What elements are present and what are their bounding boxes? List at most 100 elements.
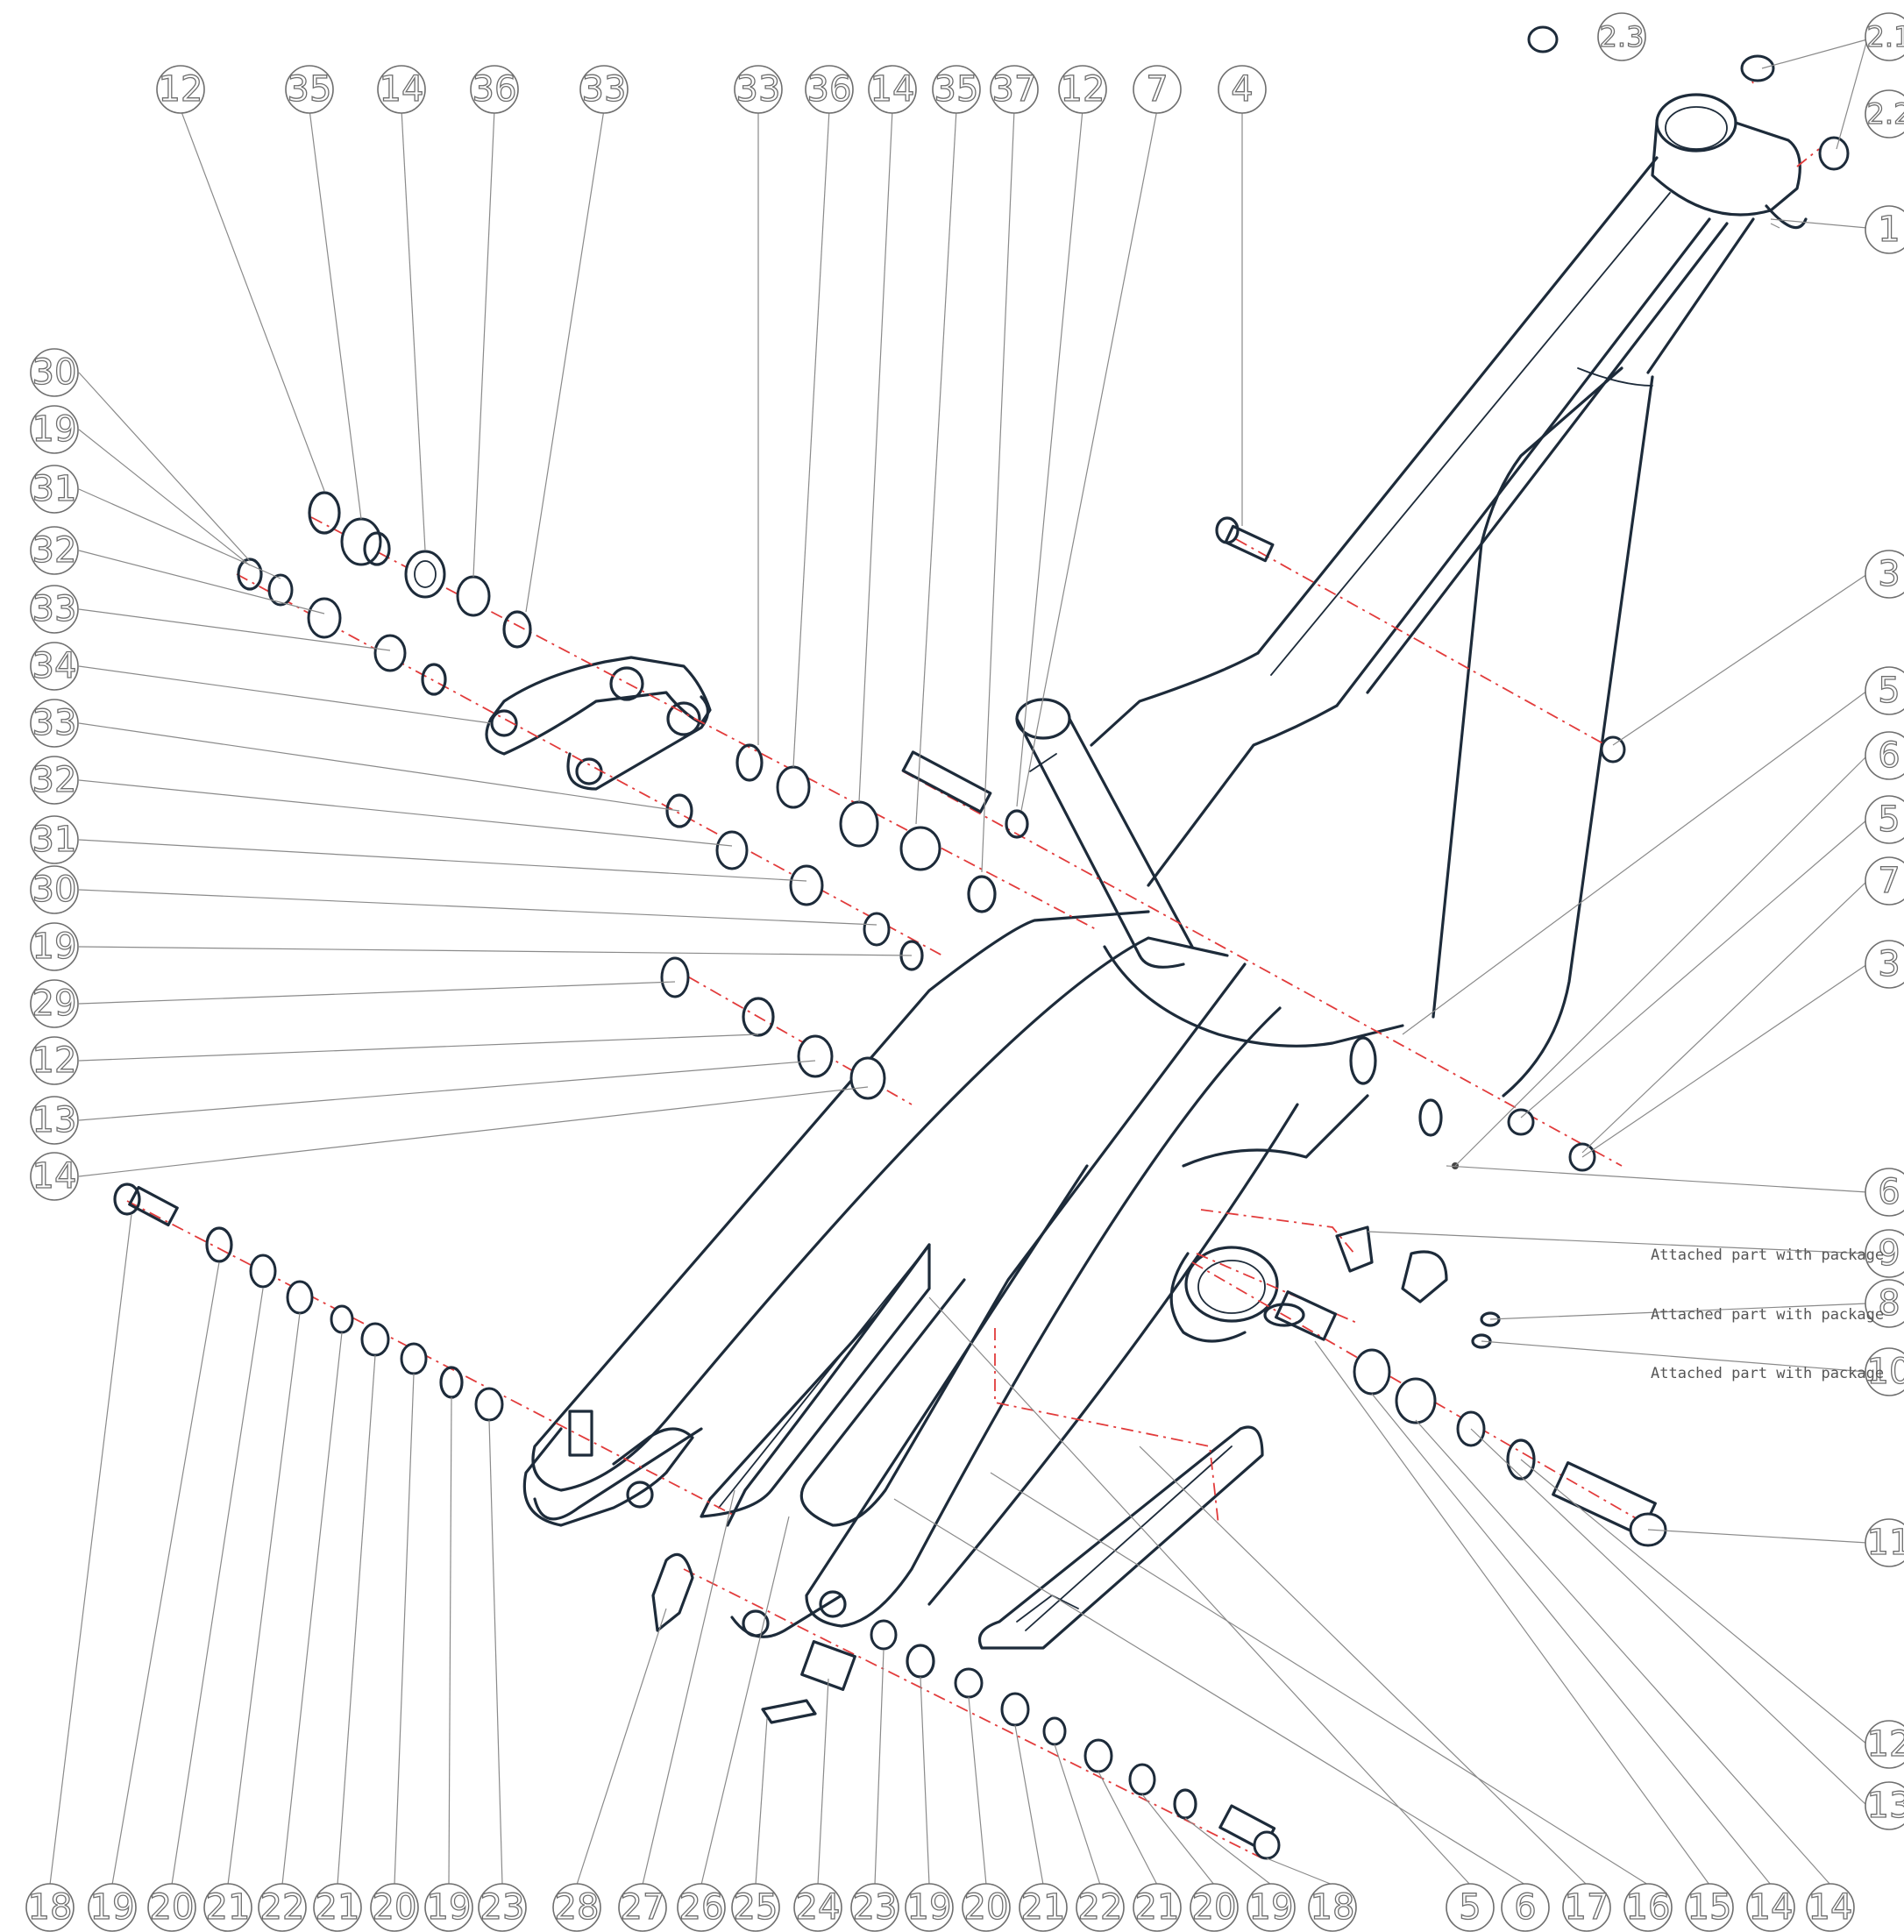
callout-label: 20	[150, 1887, 195, 1928]
callout-label: 36	[472, 69, 517, 110]
callout-label: 31	[32, 469, 77, 509]
callout-label: 21	[1135, 1887, 1180, 1928]
callout-label: 30	[32, 870, 77, 910]
callout-label: 19	[32, 927, 77, 967]
callout-bottom-21: 19	[1247, 1883, 1296, 1932]
rocker-link	[485, 656, 712, 791]
callout-top-11: 7	[1133, 65, 1182, 114]
callout-label: 4	[1231, 69, 1253, 110]
callout-label: 14	[1808, 1887, 1853, 1928]
callout-label: 5	[1878, 799, 1900, 840]
callout-label: 34	[32, 646, 77, 686]
callout-label: 6	[1514, 1887, 1536, 1928]
callout-left-11: 29	[30, 979, 79, 1028]
callout-label: 33	[32, 589, 77, 629]
callout-label: 27	[621, 1887, 665, 1928]
callout-label: 29	[32, 984, 77, 1024]
callout-right-12: 13	[1865, 1781, 1904, 1830]
callout-top-7: 14	[868, 65, 917, 114]
callout-bottom-10: 27	[618, 1883, 667, 1932]
callout-label: 19	[90, 1887, 135, 1928]
callout-label: 14	[1749, 1887, 1794, 1928]
callout-label: 18	[28, 1887, 73, 1928]
callout-label: 23	[853, 1887, 898, 1928]
callout-top-12: 4	[1218, 65, 1267, 114]
callout-top-right-1: 2.1	[1865, 12, 1904, 61]
callout-label: 26	[679, 1887, 724, 1928]
callout-label: 33	[32, 703, 77, 743]
callout-label: 33	[736, 69, 781, 110]
callout-top-right-2: 2.2	[1865, 89, 1904, 139]
callout-bottom-15: 19	[905, 1883, 954, 1932]
callout-label: 37	[992, 69, 1037, 110]
callout-label: 16	[1626, 1887, 1671, 1928]
callout-top-5: 33	[734, 65, 783, 114]
callout-label: 33	[582, 69, 627, 110]
callout-right-4: 7	[1865, 856, 1904, 906]
callout-label: 12	[32, 1041, 77, 1081]
callout-label: 32	[32, 760, 77, 800]
callout-label: 20	[1192, 1887, 1237, 1928]
callout-top-9: 37	[990, 65, 1039, 114]
callout-left-1: 19	[30, 405, 79, 454]
shock-guard	[700, 1243, 931, 1518]
callout-label: 1	[1878, 210, 1900, 250]
callout-right-6: 6	[1865, 1168, 1904, 1217]
callout-label: 3	[1878, 554, 1900, 594]
callout-label: 12	[159, 69, 203, 110]
callout-right-1: 5	[1865, 666, 1904, 715]
callout-label: 5	[1459, 1887, 1481, 1928]
callout-right-8: 8	[1865, 1279, 1904, 1328]
callout-label: 18	[1311, 1887, 1355, 1928]
callout-label: 10	[1867, 1352, 1904, 1392]
callout-bottom-12: 25	[731, 1883, 780, 1932]
callout-bottom-1: 19	[88, 1883, 137, 1932]
callout-left-10: 19	[30, 922, 79, 971]
callout-label: 24	[796, 1887, 841, 1928]
callout-label: 31	[32, 820, 77, 860]
callout-label: 35	[934, 69, 979, 110]
callout-bottom-8: 23	[478, 1883, 527, 1932]
callout-label: 32	[32, 530, 77, 571]
callout-bottom-20: 20	[1190, 1883, 1239, 1932]
callout-right-10: 11	[1865, 1518, 1904, 1567]
callout-label: 20	[964, 1887, 1009, 1928]
callout-label: 23	[480, 1887, 525, 1928]
callout-left-13: 13	[30, 1096, 79, 1145]
callout-label: 25	[734, 1887, 778, 1928]
callout-right-11: 12	[1865, 1720, 1904, 1769]
callout-top-2: 14	[377, 65, 426, 114]
callout-label: 9	[1878, 1233, 1900, 1274]
callout-bottom-5: 21	[313, 1883, 362, 1932]
callout-bottom-11: 26	[677, 1883, 726, 1932]
callout-left-6: 33	[30, 699, 79, 748]
callout-label: 19	[32, 409, 77, 450]
callout-bottom-16: 20	[962, 1883, 1011, 1932]
callout-label: 20	[373, 1887, 417, 1928]
callout-bottom-7: 19	[424, 1883, 473, 1932]
callout-bottom-2: 20	[147, 1883, 196, 1932]
callout-label: 14	[32, 1156, 77, 1197]
callout-label: 5	[1878, 671, 1900, 711]
callout-label: 13	[1867, 1786, 1904, 1826]
callout-bottom-4: 22	[258, 1883, 307, 1932]
callout-label: 21	[206, 1887, 251, 1928]
callout-left-12: 12	[30, 1036, 79, 1085]
callout-bottom-17: 21	[1019, 1883, 1068, 1932]
callout-top-6: 36	[805, 65, 854, 114]
callout-bottom-13: 24	[793, 1883, 842, 1932]
callout-top-4: 33	[579, 65, 629, 114]
callout-label: 8	[1878, 1283, 1900, 1324]
callout-label: 22	[1078, 1887, 1123, 1928]
callouts-right: 3 5 6 5 7 3 6 9 8 10 11 12 13	[1865, 550, 1904, 1830]
callout-right-0: 3	[1865, 550, 1904, 599]
callout-bottom-25: 17	[1562, 1883, 1611, 1932]
callouts-left: 30 19 31 32 33 34 33 32 31 30 19 29 12 1…	[30, 348, 79, 1201]
callout-top-8: 35	[932, 65, 981, 114]
exploded-hardware	[113, 25, 1850, 1860]
callouts-bottom: 18 19 20 21 22 21 20 19 23 28 27 26 25 2…	[25, 1883, 1855, 1932]
callout-bottom-28: 14	[1746, 1883, 1795, 1932]
callout-label: 2.3	[1600, 20, 1645, 53]
callout-label: 12	[1061, 69, 1105, 110]
